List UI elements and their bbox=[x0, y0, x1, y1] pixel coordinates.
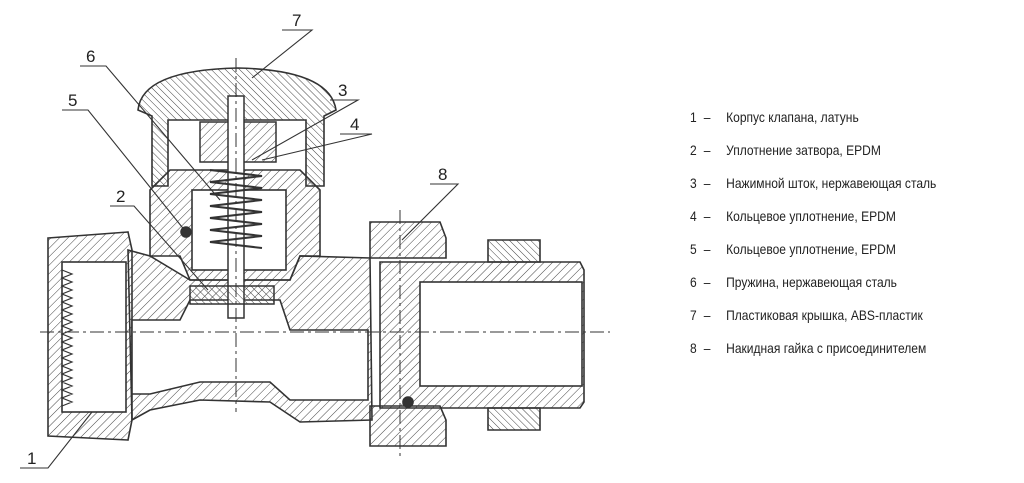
legend-item: 1 – Корпус клапана, латунь bbox=[690, 100, 965, 133]
callout-5: 5 bbox=[68, 91, 77, 110]
legend-item: 4 – Кольцевое уплотнение, EPDM bbox=[690, 199, 965, 232]
callout-6: 6 bbox=[86, 47, 95, 66]
valve-cross-section-drawing: 1 2 3 4 5 6 7 8 bbox=[20, 11, 610, 469]
legend-dash: – bbox=[703, 141, 711, 158]
callout-4: 4 bbox=[350, 115, 359, 134]
leader-8 bbox=[401, 183, 460, 241]
legend-number: 6 bbox=[690, 273, 697, 290]
callout-2: 2 bbox=[116, 187, 125, 206]
valve-body bbox=[47, 169, 373, 441]
o-ring-union bbox=[402, 396, 414, 408]
legend-number: 3 bbox=[690, 174, 697, 191]
leader-1 bbox=[20, 411, 93, 469]
legend-text: Кольцевое уплотнение, EPDM bbox=[726, 240, 896, 257]
callout-1: 1 bbox=[27, 449, 36, 468]
leader-7 bbox=[251, 29, 314, 79]
legend-text: Пластиковая крышка, ABS-пластик bbox=[726, 306, 923, 323]
inlet-thread-teeth bbox=[60, 269, 74, 407]
legend-dash: – bbox=[703, 240, 711, 257]
callout-8: 8 bbox=[438, 165, 447, 184]
legend-dash: – bbox=[703, 273, 711, 290]
legend-item: 8 – Накидная гайка с присоединителем bbox=[690, 331, 965, 364]
leader-lines bbox=[20, 29, 460, 469]
leader-3 bbox=[251, 99, 361, 161]
legend-number: 7 bbox=[690, 306, 697, 323]
legend-text: Нажимной шток, нержавеющая сталь bbox=[726, 174, 937, 191]
plastic-cap bbox=[137, 67, 337, 187]
tailpiece-collar-bottom bbox=[487, 407, 541, 431]
callout-numbers: 1 2 3 4 5 6 7 8 bbox=[27, 11, 447, 468]
callout-7: 7 bbox=[292, 11, 301, 30]
legend-item: 7 – Пластиковая крышка, ABS-пластик bbox=[690, 298, 965, 331]
legend-dash: – bbox=[703, 174, 711, 191]
leader-2 bbox=[110, 205, 209, 291]
tailpiece-collar-top bbox=[487, 239, 541, 263]
union-nut-connector bbox=[369, 221, 585, 447]
legend-item: 3 – Нажимной шток, нержавеющая сталь bbox=[690, 166, 965, 199]
legend-dash: – bbox=[703, 339, 711, 356]
tailpiece-bore bbox=[419, 281, 583, 387]
legend-number: 5 bbox=[690, 240, 697, 257]
union-nut-bottom bbox=[369, 405, 447, 447]
legend-number: 2 bbox=[690, 141, 697, 158]
legend-text: Корпус клапана, латунь bbox=[726, 108, 859, 125]
parts-legend: 1 – Корпус клапана, латунь 2 – Уплотнени… bbox=[690, 100, 1010, 364]
legend-dash: – bbox=[703, 207, 711, 224]
legend-item: 5 – Кольцевое уплотнение, EPDM bbox=[690, 232, 965, 265]
legend-text: Накидная гайка с присоединителем bbox=[726, 339, 927, 356]
callout-3: 3 bbox=[338, 81, 347, 100]
legend-text: Кольцевое уплотнение, EPDM bbox=[726, 207, 896, 224]
legend-number: 4 bbox=[690, 207, 697, 224]
legend-text: Пружина, нержавеющая сталь bbox=[726, 273, 897, 290]
leader-4 bbox=[261, 133, 373, 161]
legend-dash: – bbox=[703, 108, 711, 125]
legend-text: Уплотнение затвора, EPDM bbox=[726, 141, 881, 158]
legend-number: 1 bbox=[690, 108, 697, 125]
valve-disc-seal bbox=[189, 285, 275, 305]
legend-item: 6 – Пружина, нержавеющая сталь bbox=[690, 265, 965, 298]
legend-dash: – bbox=[703, 306, 711, 323]
legend-item: 2 – Уплотнение затвора, EPDM bbox=[690, 133, 965, 166]
leader-6 bbox=[80, 65, 221, 201]
union-nut-top bbox=[369, 221, 447, 259]
legend-number: 8 bbox=[690, 339, 697, 356]
inlet-bore bbox=[61, 261, 127, 413]
leader-5 bbox=[62, 109, 187, 233]
centerlines bbox=[40, 58, 610, 456]
